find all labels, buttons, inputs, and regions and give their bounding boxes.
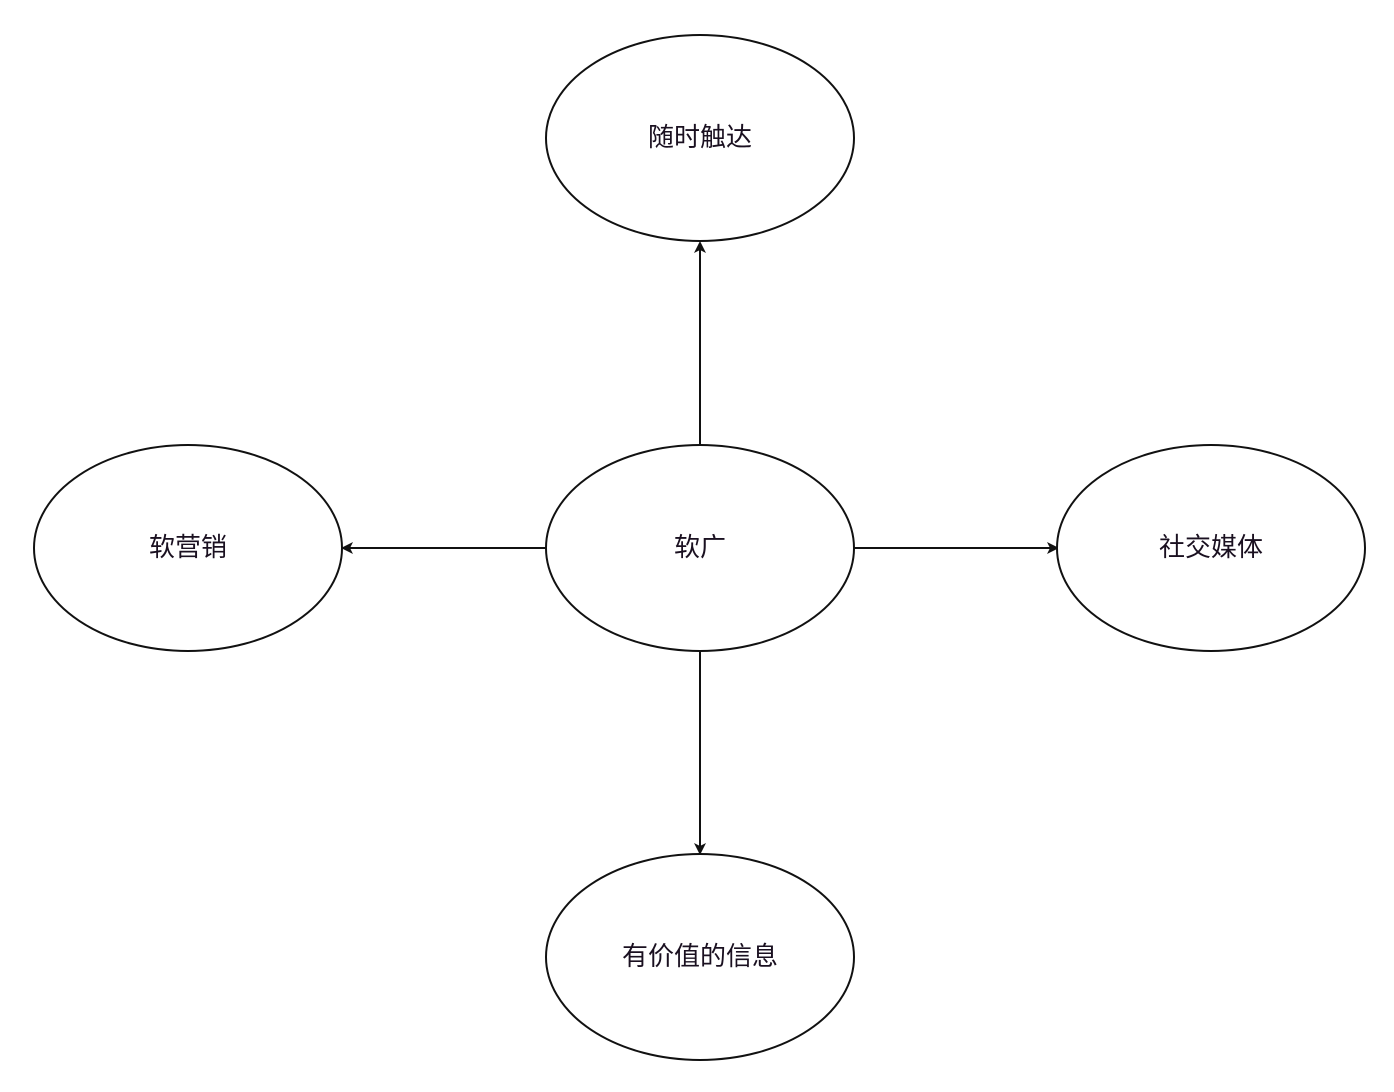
- node-bottom-label: 有价值的信息: [622, 942, 778, 972]
- node-top: 随时触达: [545, 34, 855, 242]
- node-bottom: 有价值的信息: [545, 853, 855, 1061]
- node-center: 软广: [545, 444, 855, 652]
- node-top-label: 随时触达: [648, 123, 752, 153]
- node-left: 软营销: [33, 444, 343, 652]
- node-left-label: 软营销: [149, 533, 227, 563]
- node-right-label: 社交媒体: [1159, 533, 1263, 563]
- node-center-label: 软广: [674, 533, 726, 563]
- node-right: 社交媒体: [1056, 444, 1366, 652]
